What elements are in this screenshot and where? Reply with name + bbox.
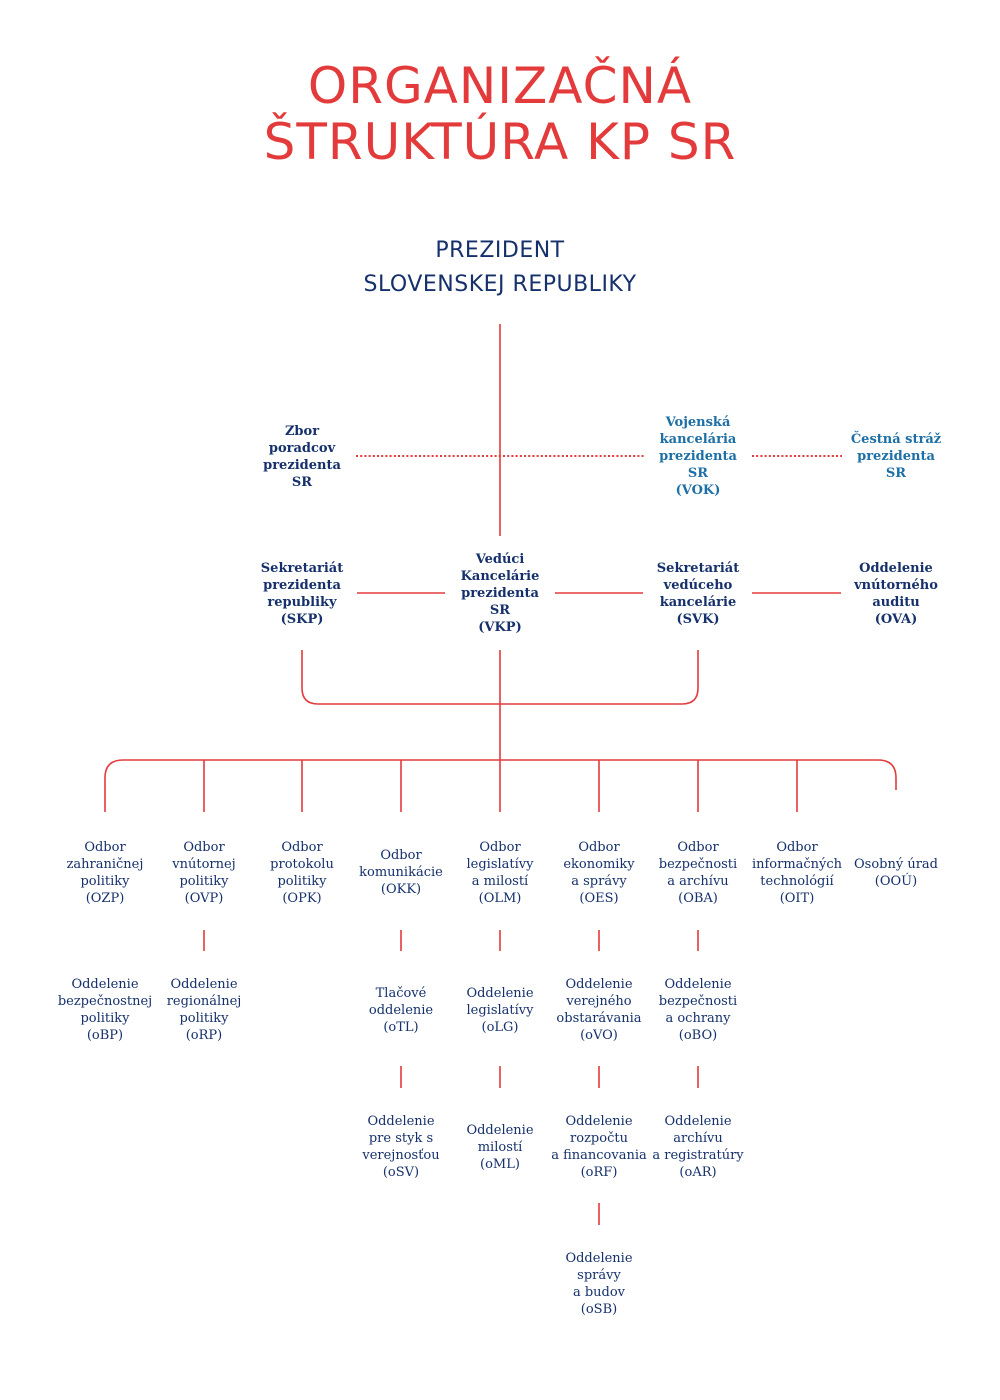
- node-section-orf: Oddelenie rozpočtu a financovania (oRF): [551, 1114, 647, 1180]
- node-dept-ozp: Odbor zahraničnej politiky (OZP): [66, 840, 144, 906]
- president-title-line-2: SLOVENSKEJ REPUBLIKY: [363, 272, 637, 297]
- chart-title-line-1: ORGANIZAČNÁ: [307, 57, 693, 115]
- node-section-obp: Oddelenie bezpečnostnej politiky (oBP): [57, 977, 153, 1043]
- chart-title-line-2: ŠTRUKTÚRA KP SR: [263, 113, 737, 171]
- node-section-ovo: Oddelenie verejného obstarávania (oVO): [556, 977, 642, 1043]
- node-dept-oes: Odbor ekonomiky a správy (OES): [563, 840, 635, 906]
- node-dept-opk: Odbor protokolu politiky (OPK): [270, 840, 334, 906]
- node-vkp: Vedúci Kancelárie prezidenta SR (VKP): [460, 552, 540, 635]
- node-section-olg: Oddelenie legislatívy (oLG): [466, 986, 534, 1035]
- node-dept-okk: Odbor komunikácie (OKK): [359, 848, 443, 897]
- node-section-osv: Oddelenie pre styk s verejnosťou (oSV): [362, 1114, 440, 1180]
- node-svk: Sekretariát vedúceho kancelárie (SVK): [656, 561, 740, 627]
- node-vojenska-kancelaria: Vojenská kancelária prezidenta SR (VOK): [659, 415, 737, 498]
- node-ova: Oddelenie vnútorného auditu (OVA): [854, 561, 938, 627]
- node-section-otl: Tlačové oddelenie (oTL): [368, 986, 434, 1035]
- president-title-line-1: PREZIDENT: [435, 238, 565, 263]
- node-dept-olm: Odbor legislatívy a milostí (OLM): [466, 840, 534, 906]
- node-dept-ovp: Odbor vnútornej politiky (OVP): [172, 840, 236, 906]
- node-section-orp: Oddelenie regionálnej politiky (oRP): [166, 977, 242, 1043]
- node-section-oar: Oddelenie archívu a registratúry (oAR): [652, 1114, 744, 1180]
- node-dept-oba: Odbor bezpečnosti a archívu (OBA): [658, 840, 738, 906]
- node-skp: Sekretariát prezidenta republiky (SKP): [260, 561, 344, 627]
- node-cestna-straz: Čestná stráž prezidenta SR: [850, 432, 942, 481]
- node-section-osb: Oddelenie správy a budov (oSB): [565, 1251, 633, 1317]
- node-section-oml: Oddelenie milostí (oML): [466, 1123, 534, 1172]
- node-dept-oou: Osobný úrad (OOÚ): [854, 857, 938, 889]
- node-dept-oit: Odbor informačných technológií (OIT): [751, 840, 843, 906]
- node-zbor-poradcov: Zbor poradcov prezidenta SR: [263, 424, 341, 490]
- node-section-obo: Oddelenie bezpečnosti a ochrany (oBO): [658, 977, 738, 1043]
